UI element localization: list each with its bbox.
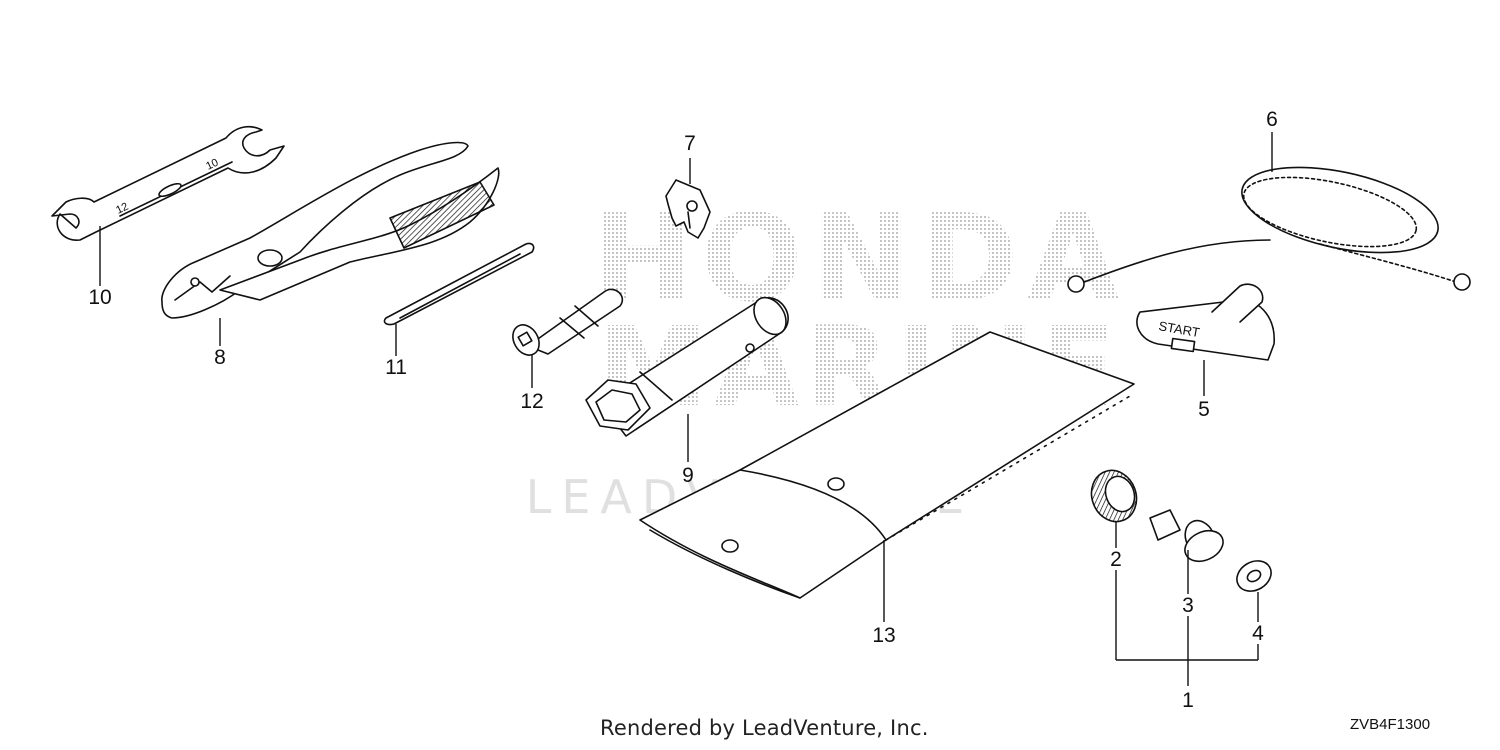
callout-7[interactable]: 7 [684, 132, 696, 155]
clip-part[interactable] [665, 179, 711, 239]
callout-9[interactable]: 9 [682, 464, 694, 487]
screwdriver-bar-part[interactable] [383, 242, 535, 326]
callout-6[interactable]: 6 [1266, 108, 1278, 131]
callout-11[interactable]: 11 [385, 356, 407, 379]
callout-5[interactable]: 5 [1198, 398, 1210, 421]
wrench-size-12: 12 [114, 201, 130, 217]
callout-8[interactable]: 8 [214, 346, 226, 369]
footer-credit: Rendered by LeadVenture, Inc. [600, 716, 929, 740]
starter-grip-part[interactable]: START [1136, 283, 1275, 361]
callout-2[interactable]: 2 [1110, 548, 1122, 571]
callout-10[interactable]: 10 [88, 286, 111, 309]
starter-rope-part[interactable] [1067, 152, 1471, 293]
wrench-10-12-part[interactable]: 12 10 [51, 125, 285, 241]
pin-part[interactable] [1149, 509, 1228, 567]
plug-wrench-part[interactable] [585, 292, 793, 437]
plug-wrench-handle-part[interactable] [508, 288, 624, 359]
washer-part[interactable] [1231, 555, 1276, 597]
leader-lines [99, 132, 1273, 686]
starter-grip-label: START [1157, 318, 1200, 340]
callout-3[interactable]: 3 [1182, 594, 1194, 617]
callout-4[interactable]: 4 [1252, 622, 1264, 645]
callout-13[interactable]: 13 [872, 624, 895, 647]
wrench-size-10: 10 [204, 157, 220, 173]
pliers-part[interactable] [161, 141, 500, 319]
cap-part[interactable] [1084, 464, 1143, 528]
tool-bag-part[interactable] [639, 331, 1135, 599]
callouts: 1 2 3 4 5 6 7 8 9 10 11 12 13 [88, 108, 1278, 712]
callout-1[interactable]: 1 [1182, 689, 1194, 712]
diagram-code: ZVB4F1300 [1350, 716, 1431, 733]
callout-12[interactable]: 12 [520, 390, 543, 413]
